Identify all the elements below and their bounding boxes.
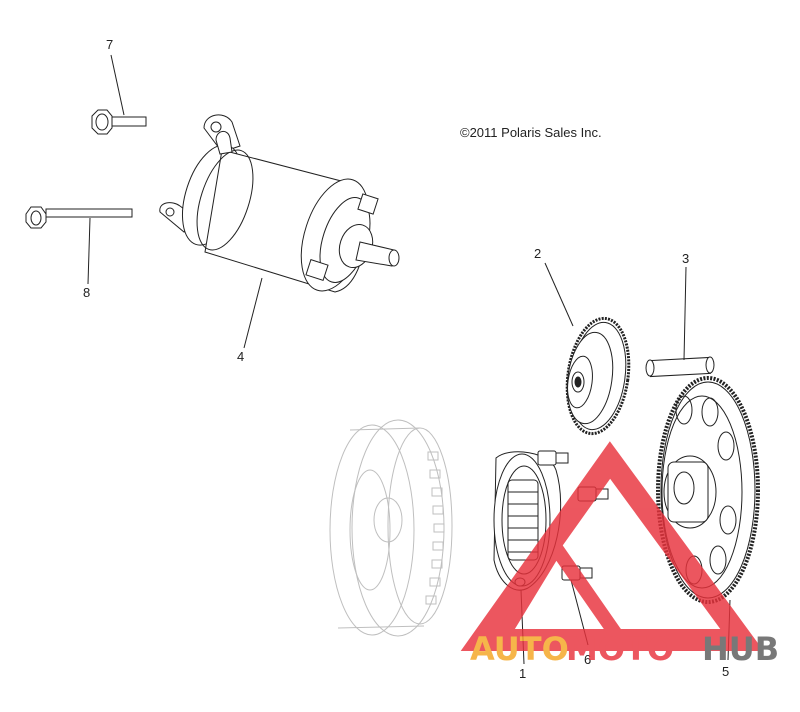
part-7-flange-bolt[interactable]	[92, 110, 146, 134]
leader-2	[544, 262, 574, 327]
callout-2: 2	[534, 246, 541, 261]
callout-6: 6	[584, 652, 591, 667]
part-3-idler-shaft[interactable]	[646, 357, 714, 377]
watermark-moto: MOTO	[566, 630, 674, 668]
watermark-hub: HUB	[702, 630, 779, 668]
part-5-driven-gear[interactable]	[658, 378, 758, 602]
callout-1: 1	[519, 666, 526, 681]
leader-4	[243, 277, 263, 349]
copyright-text: ©2011 Polaris Sales Inc.	[460, 125, 602, 140]
callout-8: 8	[83, 285, 90, 300]
part-2-idler-gear[interactable]	[560, 314, 636, 437]
part-8-long-bolt[interactable]	[26, 207, 132, 228]
callout-5: 5	[722, 664, 729, 679]
watermark-logo: AUTO MOTO HUB	[460, 441, 779, 668]
callout-3: 3	[682, 251, 689, 266]
leader-7	[110, 54, 125, 116]
leader-8	[87, 217, 91, 285]
flywheel-ghost	[330, 420, 452, 636]
callout-4: 4	[237, 349, 244, 364]
part-4-starter-motor[interactable]	[160, 115, 399, 300]
leader-3	[683, 266, 687, 361]
watermark-auto: AUTO	[470, 630, 569, 668]
callout-7: 7	[106, 37, 113, 52]
watermark-triangle-inner	[487, 535, 634, 647]
